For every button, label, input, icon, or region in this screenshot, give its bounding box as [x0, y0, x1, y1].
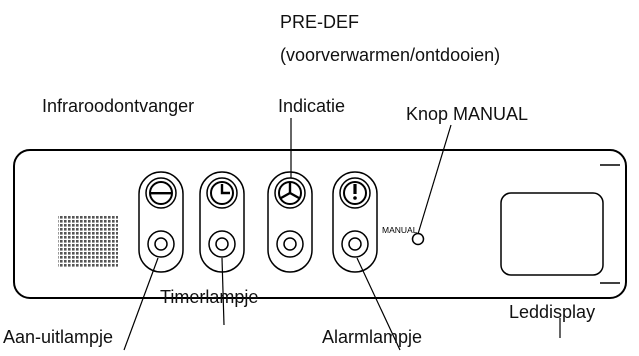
manual-text: MANUAL [382, 225, 418, 235]
alarmlampje-label: Alarmlampje [322, 327, 423, 347]
power-icon [151, 192, 171, 195]
fan-icon [279, 181, 301, 200]
alarm-button[interactable] [332, 171, 378, 273]
knop-manual-label: Knop MANUAL [406, 104, 529, 124]
timerlampje-label: Timerlampje [160, 287, 259, 307]
indicatie-label: Indicatie [278, 96, 346, 116]
led-display [500, 192, 604, 276]
alarm-icon [353, 184, 357, 200]
timer-button[interactable] [199, 171, 245, 273]
leader-lines [123, 118, 561, 351]
infrared-label: Infraroodontvanger [42, 96, 195, 116]
manual-button[interactable] [411, 232, 425, 246]
power-button[interactable] [138, 171, 184, 273]
leddisplay-label: Leddisplay [509, 302, 596, 322]
pre-def-label: PRE-DEF [280, 12, 360, 32]
infrared-receiver [58, 215, 118, 267]
aan-uitlampje-label: Aan-uitlampje [3, 327, 114, 347]
pre-def-button[interactable] [267, 171, 313, 273]
pre-def-sub-label: (voorverwarmen/ontdooien) [280, 45, 501, 65]
